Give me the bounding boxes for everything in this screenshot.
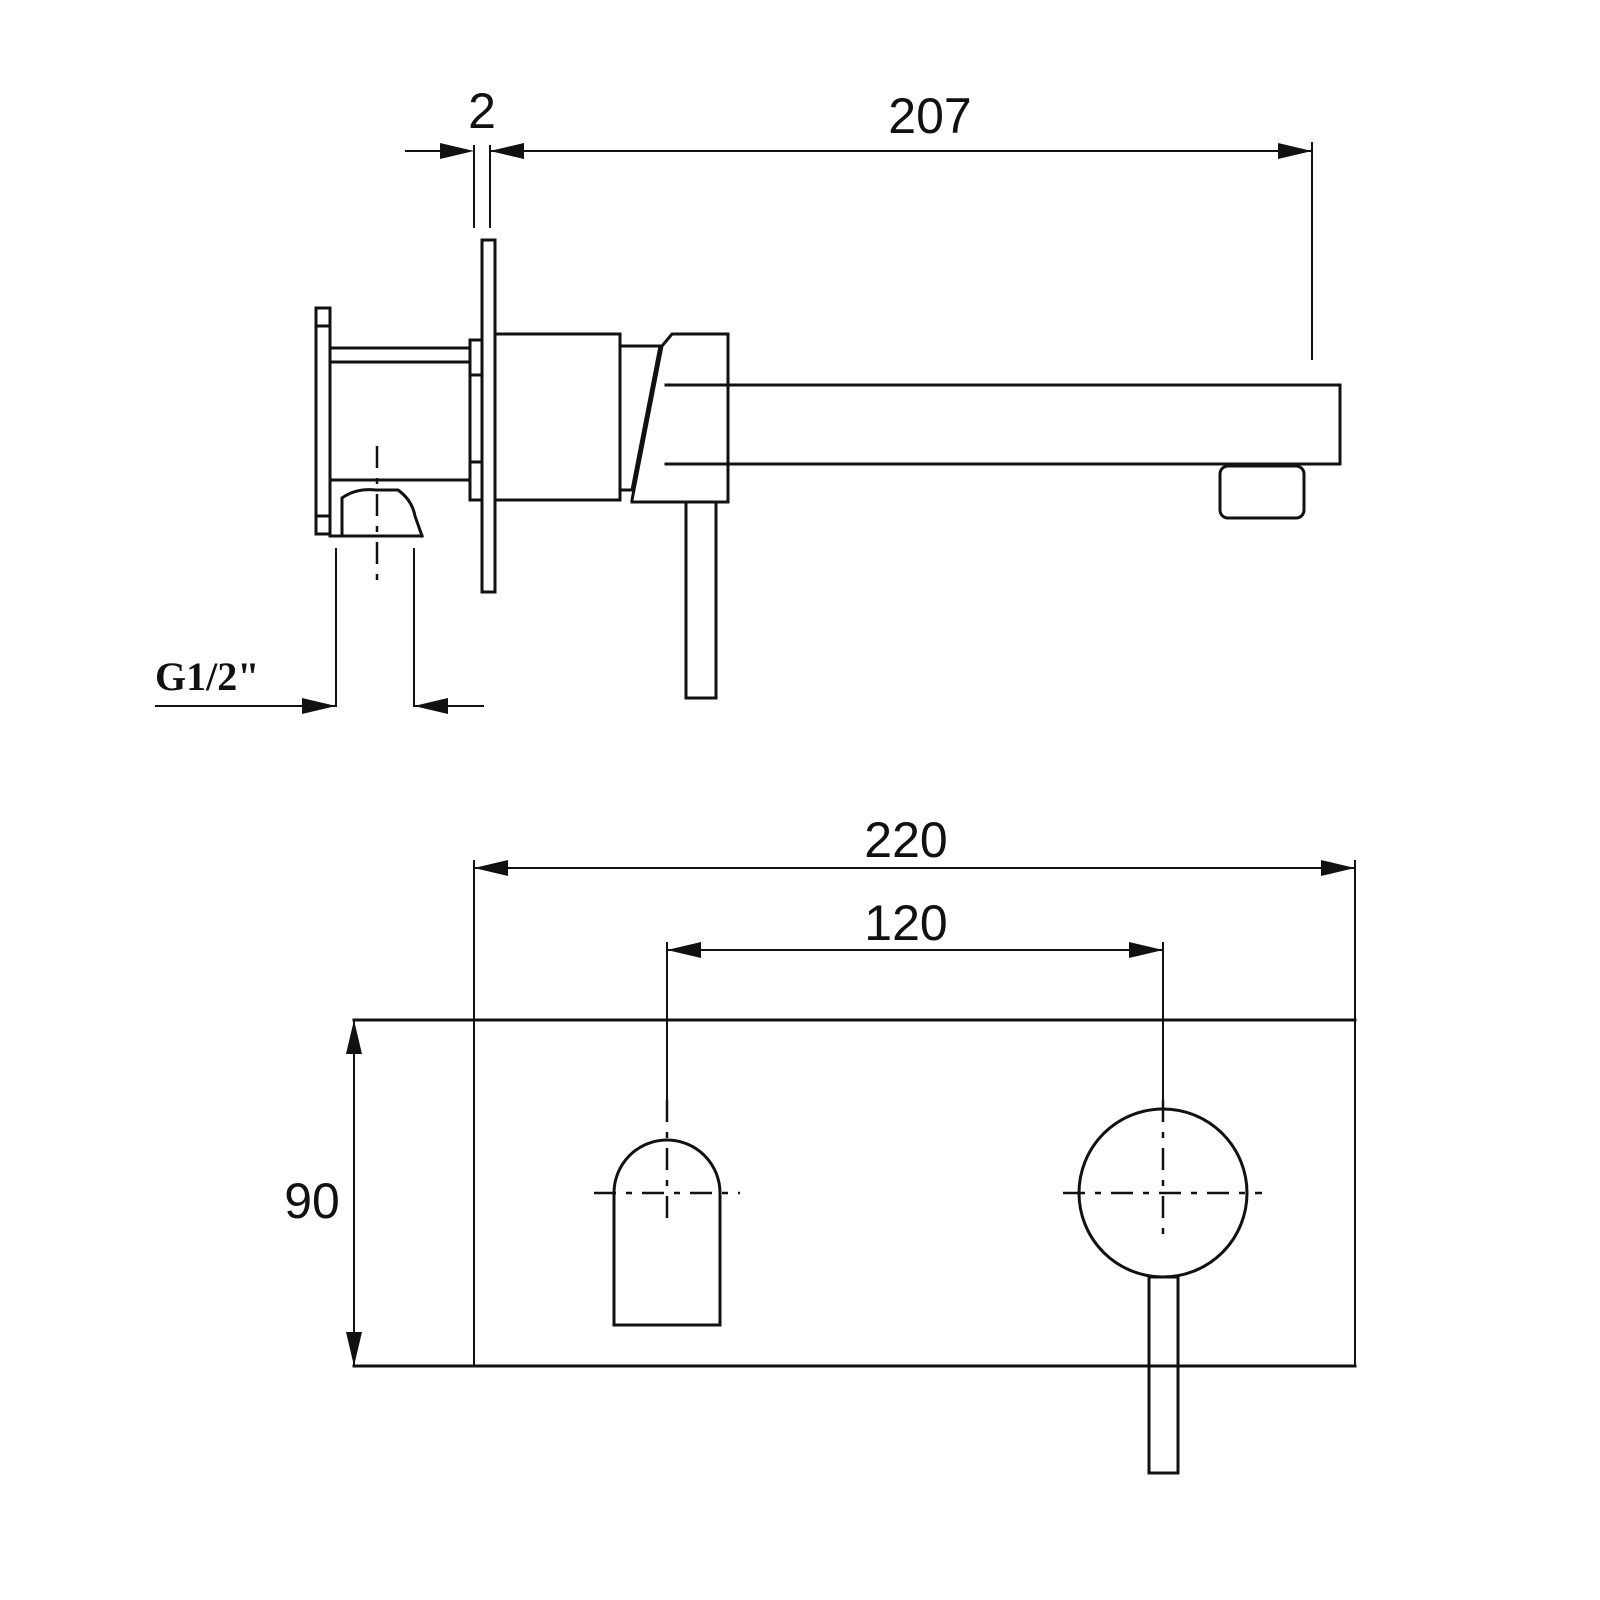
- inlet-g12: [328, 446, 424, 580]
- dimension-label-120: 120: [864, 895, 947, 951]
- dimension-label-2: 2: [468, 83, 496, 139]
- handle-rosette: [1063, 1100, 1262, 1475]
- arrowhead: [440, 143, 474, 159]
- cartridge-housing: [493, 332, 662, 502]
- arrowhead: [1278, 143, 1312, 159]
- dimension-plate-width: 220: [473, 812, 1356, 1366]
- mixer-head: [630, 332, 730, 700]
- dimension-label-207: 207: [888, 88, 971, 144]
- spout-outlet: [594, 1100, 740, 1327]
- arrowhead: [302, 698, 336, 714]
- dimension-label-220: 220: [864, 812, 947, 868]
- wall-plate: [480, 238, 497, 594]
- side-view: 2 207: [155, 83, 1342, 714]
- aerator: [1218, 464, 1306, 520]
- arrowhead: [414, 698, 448, 714]
- arrowhead: [490, 143, 524, 159]
- arrowhead: [346, 1020, 362, 1054]
- arrowhead: [1321, 860, 1355, 876]
- mounting-flange: [314, 306, 332, 536]
- arrowhead: [346, 1332, 362, 1366]
- concealed-body: [328, 338, 484, 502]
- front-view: 220 120 90: [284, 812, 1357, 1475]
- dimension-plate-height: 90: [284, 1020, 362, 1366]
- dimension-centre-distance: 120: [666, 895, 1164, 1100]
- arrowhead: [474, 860, 508, 876]
- lever-front: [1147, 1275, 1180, 1475]
- thread-label: G1/2": [155, 654, 259, 699]
- arrowhead: [1129, 942, 1163, 958]
- dimension-plate-thickness: 2: [405, 83, 496, 228]
- dimension-spout-projection: 207: [490, 88, 1313, 360]
- arrowhead: [667, 942, 701, 958]
- lever-side: [684, 500, 718, 700]
- dimension-thread: G1/2": [155, 548, 484, 714]
- dimension-label-90: 90: [284, 1173, 340, 1229]
- spout: [664, 383, 1342, 520]
- back-plate: [352, 1018, 1357, 1368]
